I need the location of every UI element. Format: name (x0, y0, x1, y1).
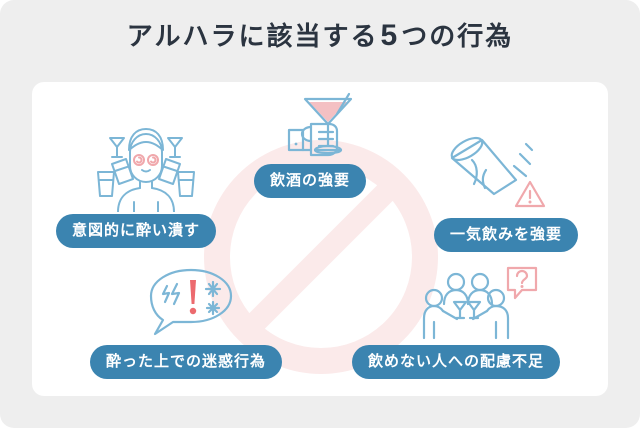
page-title-suffix: つの行為 (401, 21, 514, 51)
item-label-lack-of-consideration[interactable]: 飲めない人への配慮不足 (352, 345, 561, 379)
page-title-prefix: アルハラに該当する (126, 21, 379, 51)
item-label-forced-chugging[interactable]: 一気飲みを強要 (434, 218, 579, 252)
content-card: 意図的に酔い潰す 飲酒の強要 一気飲みを強要 酔った上での迷惑行為 飲めない人へ… (32, 82, 608, 396)
item-label-drunken-nuisance[interactable]: 酔った上での迷惑行為 (90, 345, 283, 379)
item-label-forced-drinking[interactable]: 飲酒の強要 (254, 164, 367, 198)
page-title-number: 5 (380, 19, 400, 52)
drunk-person-icon (97, 128, 195, 212)
angry-speech-bubble-icon (149, 268, 233, 336)
group-toast-question-icon (422, 266, 538, 340)
cocktail-hand-icon (287, 92, 353, 157)
chug-glass-warning-icon (450, 136, 546, 208)
page-title: アルハラに該当する5つの行為 (0, 16, 640, 53)
item-label-intentional-drunk[interactable]: 意図的に酔い潰す (56, 214, 217, 248)
